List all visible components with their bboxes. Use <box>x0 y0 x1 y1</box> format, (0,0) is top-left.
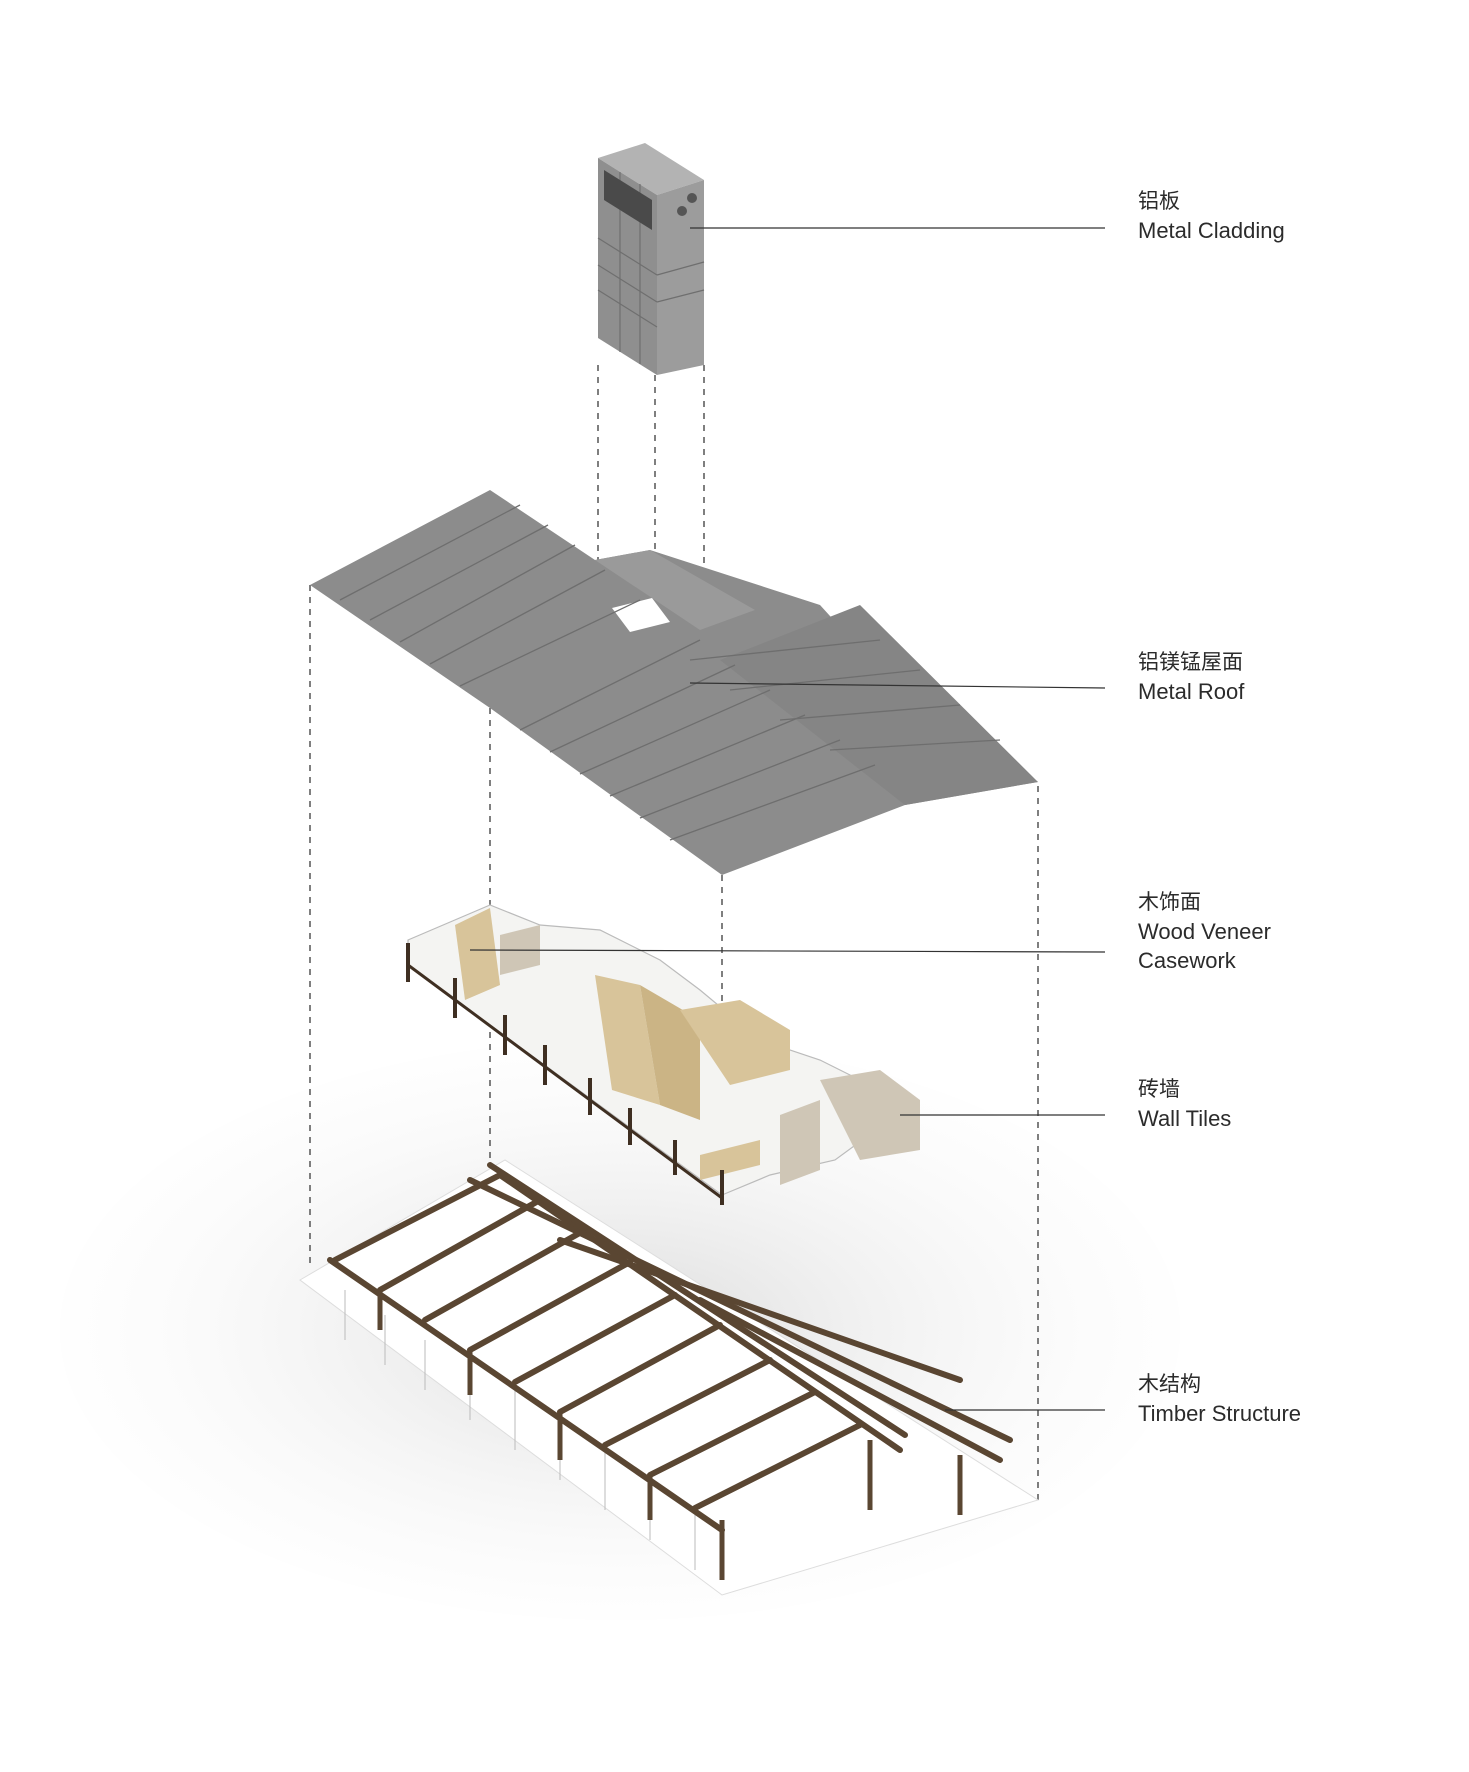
label-timber-structure-zh: 木结构 <box>1138 1372 1201 1396</box>
label-wood-veneer-zh: 木饰面 <box>1138 890 1201 914</box>
label-metal-cladding-zh: 铝板 <box>1138 189 1180 213</box>
label-wall-tiles-zh: 砖墙 <box>1138 1077 1180 1101</box>
label-timber-structure-en: Timber Structure <box>1138 1401 1302 1426</box>
label-wood-veneer-en-1: Wood Veneer <box>1138 919 1271 944</box>
leader-lines <box>469 227 1106 1411</box>
timber-structure <box>299 1159 1040 1596</box>
label-timber-structure: 木结构 Timber Structure <box>1138 1370 1301 1428</box>
label-metal-cladding-en: Metal Cladding <box>1138 218 1285 243</box>
label-wall-tiles: 砖墙 Wall Tiles <box>1138 1075 1231 1133</box>
metal-cladding-box <box>597 143 705 375</box>
label-wood-veneer-en-2: Casework <box>1138 948 1236 973</box>
label-metal-roof: 铝镁锰屋面 Metal Roof <box>1138 648 1244 706</box>
casework-layer <box>406 904 920 1205</box>
label-metal-cladding: 铝板 Metal Cladding <box>1138 187 1285 245</box>
label-wood-veneer: 木饰面 Wood Veneer Casework <box>1138 888 1271 975</box>
label-wall-tiles-en: Wall Tiles <box>1138 1106 1232 1131</box>
label-metal-roof-en: Metal Roof <box>1138 679 1245 704</box>
metal-roof <box>310 490 1038 875</box>
label-metal-roof-zh: 铝镁锰屋面 <box>1138 650 1243 674</box>
